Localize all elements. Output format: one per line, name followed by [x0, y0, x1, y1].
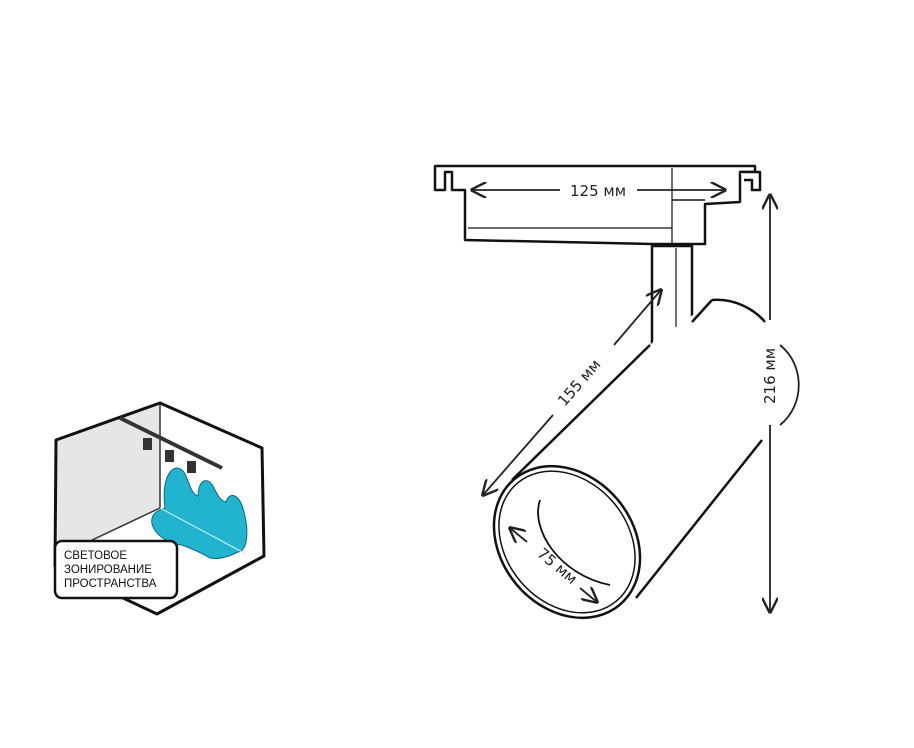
height-bracket: [779, 344, 800, 426]
diameter-arrow: [510, 528, 528, 542]
track-rail-icon: [119, 416, 223, 470]
room-floor-line: [91, 507, 161, 541]
height-label: 216 мм: [761, 348, 779, 404]
room-left-wall: [56, 404, 160, 560]
spot-icon: [187, 461, 196, 473]
spot-icon: [165, 450, 174, 462]
icon-label-line: СВЕТОВОЕ: [64, 550, 127, 562]
icon-label-line: ЗОНИРОВАНИЕ: [64, 564, 152, 576]
icon-label-line: ПРОСТРАНСТВА: [64, 578, 157, 590]
cylinder-lower-edge: [635, 439, 763, 599]
length-arrow: [613, 290, 661, 346]
adapter-body: [433, 164, 757, 246]
cylinder-inner-rim: [498, 470, 636, 614]
cylinder-upper-edge: [511, 344, 651, 481]
zoning-icon: СВЕТОВОЕ ЗОНИРОВАНИЕ ПРОСТРАНСТВА: [53, 401, 266, 616]
length-arrow: [483, 414, 554, 495]
adapter-right-hook: [740, 170, 762, 192]
icon-label-box: [53, 539, 179, 600]
room-hexagon-outline: [53, 401, 266, 616]
width-label: 125 мм: [570, 182, 626, 200]
spot-icon: [143, 438, 152, 450]
light-zone-floor-line: [159, 507, 247, 555]
cylinder-back-edge: [691, 299, 713, 323]
cylinder-back-edge: [711, 298, 766, 323]
track-light-drawing: [433, 164, 790, 620]
dimensions: [472, 190, 800, 612]
cylinder-inner-shade: [537, 499, 611, 586]
diameter-arrow: [579, 588, 597, 602]
